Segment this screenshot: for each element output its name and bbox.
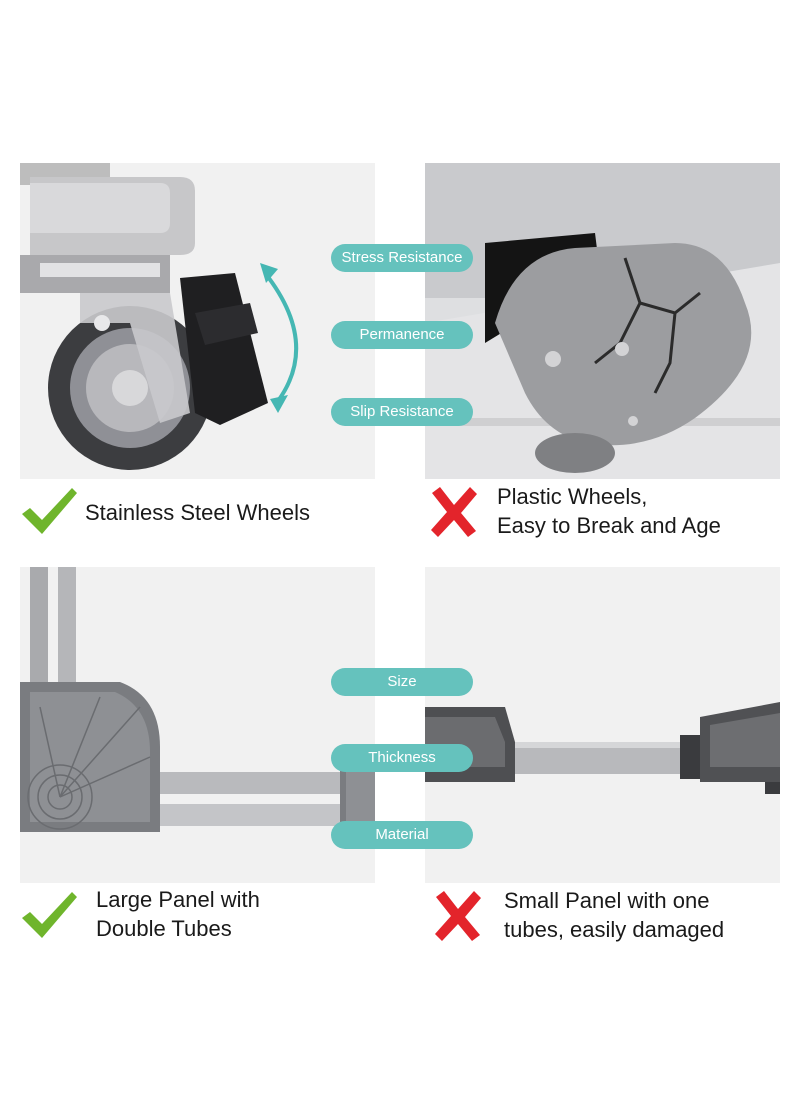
- pill-slip-resistance: Slip Resistance: [331, 398, 473, 426]
- plastic-wheels-caption-line2: Easy to Break and Age: [497, 513, 721, 538]
- check-icon: [20, 888, 78, 940]
- cross-icon: [432, 889, 484, 943]
- plastic-wheels-caption-line1: Plastic Wheels,: [497, 484, 648, 509]
- large-panel-caption-line2: Double Tubes: [96, 916, 232, 941]
- small-panel-caption-line1: Small Panel with one: [504, 888, 710, 913]
- pill-material: Material: [331, 821, 473, 849]
- pill-thickness: Thickness: [331, 744, 473, 772]
- check-icon: [20, 484, 78, 536]
- pill-permanence: Permanence: [331, 321, 473, 349]
- plastic-wheel-photo: [425, 163, 780, 479]
- small-panel-caption-line2: tubes, easily damaged: [504, 917, 725, 942]
- pill-size: Size: [331, 668, 473, 696]
- large-panel-photo: [20, 567, 375, 883]
- pill-stress-resistance: Stress Resistance: [331, 244, 473, 272]
- small-panel-photo: [425, 567, 780, 883]
- large-panel-caption-line1: Large Panel with: [96, 887, 260, 912]
- steel-wheels-caption: Stainless Steel Wheels: [85, 500, 310, 525]
- cross-icon: [428, 485, 480, 539]
- steel-wheel-photo: [20, 163, 375, 479]
